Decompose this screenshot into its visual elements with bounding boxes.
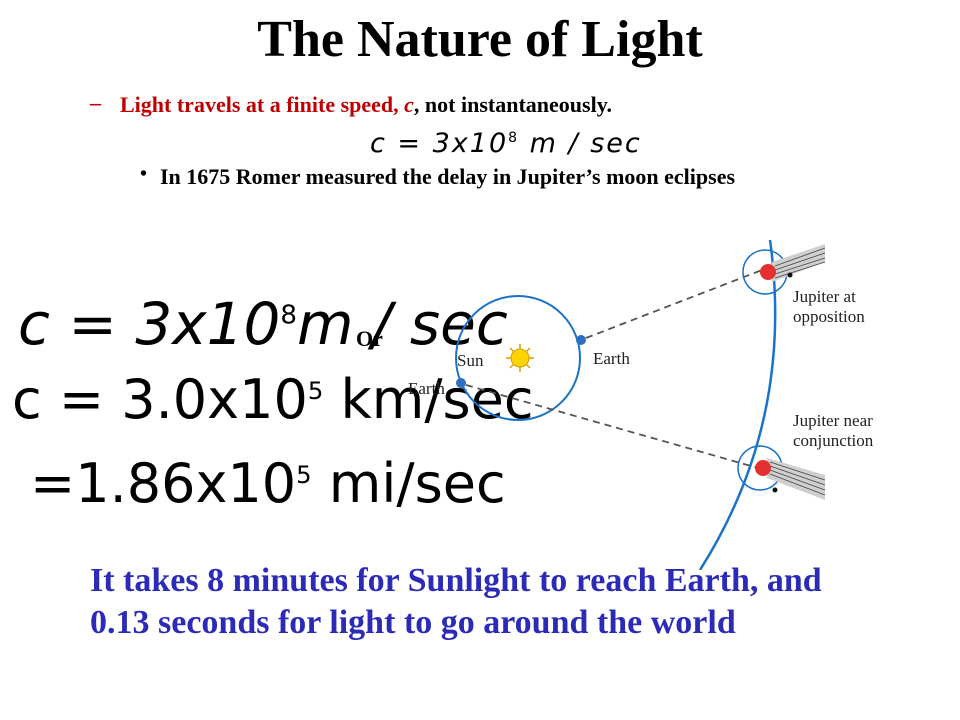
sun-icon	[506, 344, 534, 372]
bullet-dash: –	[90, 90, 101, 115]
small-eq-lhs: c = 3x10	[370, 128, 509, 159]
eq3-lhs: =1.86x10	[30, 452, 297, 515]
small-eq-rhs: m / sec	[519, 128, 642, 159]
sightline-opposition	[585, 269, 763, 339]
eq1-exp: 8	[280, 300, 297, 331]
conjunction-label-1: Jupiter near	[793, 411, 873, 430]
eq2-rhs: km/sec	[323, 368, 534, 431]
romer-orbit-diagram: Sun Earth Earth Jupiter at opposition Ju…	[408, 240, 874, 570]
earth-icon-right	[576, 335, 586, 345]
jupiter-conjunction-icon	[737, 445, 826, 500]
equation-m-per-sec: c = 3x108m / sec	[18, 290, 508, 358]
eq2-lhs: c = 3.0x10	[12, 368, 308, 431]
eq1-lhs: c = 3x10	[18, 290, 281, 358]
opposition-label-1: Jupiter at	[793, 287, 856, 306]
equation-mi-per-sec: =1.86x105 mi/sec	[30, 452, 506, 515]
eq3-rhs: mi/sec	[311, 452, 506, 515]
eq1-rhs: m / sec	[297, 290, 508, 358]
earth-label-left: Earth	[408, 379, 445, 398]
earth-orbit	[455, 295, 581, 421]
c-symbol: c	[404, 92, 414, 117]
conjunction-label-2: conjunction	[793, 431, 874, 450]
sunlight-travel-time-text: It takes 8 minutes for Sunlight to reach…	[90, 562, 822, 641]
earth-label-right: Earth	[593, 349, 630, 368]
jupiter-opposition-icon	[742, 244, 826, 295]
eq2-exp: 5	[307, 376, 324, 405]
eq3-exp: 5	[296, 460, 312, 489]
sightline-conjunction	[465, 384, 759, 469]
bullet-light-speed-part1: Light travels at a finite speed,	[120, 92, 405, 117]
or-label: Or	[356, 326, 383, 351]
small-eq-exp: 8	[508, 130, 520, 146]
bullet-light-speed: Light travels at a finite speed, c, not …	[120, 90, 640, 120]
sun-label: Sun	[457, 351, 484, 370]
opposition-label-2: opposition	[793, 307, 865, 326]
small-speed-equation: c = 3x108 m / sec	[370, 128, 642, 159]
earth-icon-left	[456, 378, 466, 388]
bullet-light-speed-part2: , not instantaneously.	[413, 92, 612, 117]
bullet-dot: •	[140, 163, 148, 185]
equation-km-per-sec: c = 3.0x105 km/sec	[12, 368, 534, 431]
slide-title: The Nature of Light	[257, 11, 703, 68]
bullet-romer: In 1675 Romer measured the delay in Jupi…	[160, 164, 736, 189]
jupiter-orbit	[698, 240, 777, 570]
